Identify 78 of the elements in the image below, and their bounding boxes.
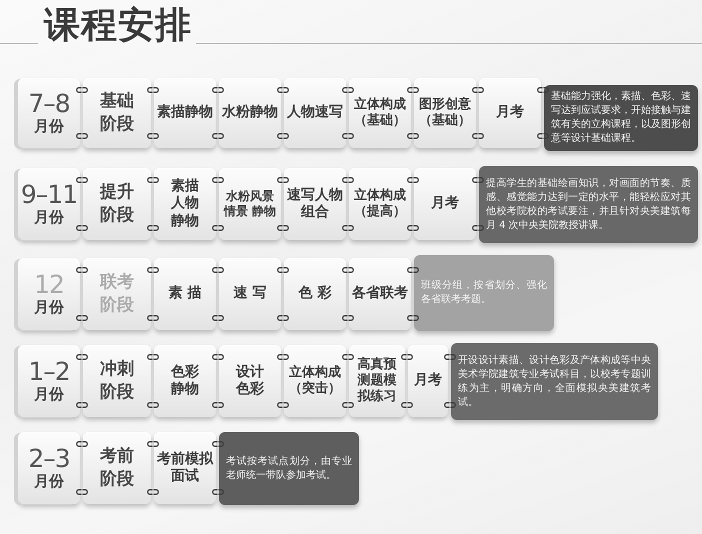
month-card bbox=[18, 168, 80, 240]
course-card bbox=[219, 78, 281, 148]
course-label: 立体构成（突击） bbox=[288, 364, 342, 398]
description-text: 基础能力强化，素描、色彩、速写达到应试要求，开始接触与建筑有关的立构课程，以及图形创意等设计基础课程。 bbox=[551, 90, 691, 146]
course-card bbox=[414, 78, 476, 148]
month-range: 1–2 bbox=[28, 358, 70, 385]
description-panel bbox=[451, 343, 658, 420]
month-range: 9–11 bbox=[20, 180, 78, 208]
course-label: 月考 bbox=[431, 195, 459, 213]
description-text: 开设设计素描、设计色彩及产体构成等中央美术学院建筑专业考试科目，以校考专题训练为主，明确方向，全面模拟央美建筑考试。 bbox=[458, 354, 651, 410]
month-card bbox=[18, 258, 80, 330]
course-label: 水粉静物 bbox=[222, 104, 278, 122]
course-card bbox=[219, 168, 281, 240]
course-label: 各省联考 bbox=[352, 285, 408, 303]
course-label: 素 描 bbox=[168, 285, 202, 303]
course-label: 立体构成（提高） bbox=[352, 188, 407, 220]
course-card bbox=[154, 432, 216, 504]
course-label: 立体构成（基础） bbox=[352, 96, 407, 130]
description-text: 班级分组，按省划分、强化各省联考考题。 bbox=[421, 279, 547, 307]
course-card bbox=[219, 345, 281, 417]
stage-label: 考前阶段 bbox=[98, 445, 135, 491]
course-card bbox=[154, 258, 216, 330]
course-card bbox=[414, 168, 476, 240]
stage-label: 提升阶段 bbox=[98, 181, 135, 227]
course-card bbox=[408, 345, 448, 417]
course-label: 色彩静物 bbox=[170, 364, 200, 398]
stage-label: 冲刺阶段 bbox=[98, 358, 135, 404]
month-range: 2–3 bbox=[28, 444, 70, 472]
month-card bbox=[18, 432, 80, 504]
course-label: 素描人物静物 bbox=[170, 178, 200, 230]
course-label: 月考 bbox=[496, 104, 524, 122]
course-card bbox=[349, 168, 411, 240]
course-card bbox=[154, 168, 216, 240]
course-label: 色 彩 bbox=[298, 285, 332, 303]
stage-label: 基础阶段 bbox=[98, 90, 135, 136]
month-card bbox=[18, 78, 80, 148]
course-card bbox=[154, 78, 216, 148]
course-card bbox=[284, 78, 346, 148]
month-label: 月份 bbox=[34, 472, 64, 492]
month-range: 12 bbox=[34, 270, 64, 298]
course-label: 素描静物 bbox=[157, 104, 213, 122]
month-label: 月份 bbox=[34, 385, 64, 404]
course-card bbox=[284, 168, 346, 240]
stage-card bbox=[83, 258, 151, 330]
description-text: 提高学生的基础绘画知识，对画面的节奏、质感、感觉能力达到一定的水平，能轻松应对其他校考院校的考试要注，并且针对央美建筑每月 4 次中央美院教授讲课。 bbox=[486, 176, 691, 232]
stage-card bbox=[83, 168, 151, 240]
course-card bbox=[479, 78, 541, 148]
course-card bbox=[284, 345, 346, 417]
course-card bbox=[349, 258, 411, 330]
course-label: 速 写 bbox=[234, 285, 266, 303]
description-panel bbox=[479, 166, 698, 243]
description-text: 考试按考试点划分，由专业老师统一带队参加考试。 bbox=[226, 454, 352, 482]
month-label: 月份 bbox=[34, 208, 64, 228]
stage-card bbox=[83, 432, 151, 504]
course-card bbox=[349, 78, 411, 148]
stage-card bbox=[83, 345, 151, 417]
title: 课程安排 bbox=[44, 4, 192, 48]
course-card bbox=[349, 345, 405, 417]
course-label: 设计色彩 bbox=[234, 364, 265, 398]
course-label: 图形创意（基础） bbox=[418, 96, 472, 130]
course-label: 人物速写 bbox=[287, 104, 343, 122]
course-card bbox=[154, 345, 216, 417]
month-label: 月份 bbox=[34, 117, 64, 136]
description-panel bbox=[544, 85, 698, 151]
stage-card bbox=[83, 78, 151, 148]
description-panel bbox=[219, 432, 359, 505]
description-panel bbox=[414, 255, 554, 331]
course-label: 水粉风景情景 静物 bbox=[222, 189, 278, 219]
course-label: 月考 bbox=[414, 372, 442, 390]
month-label: 月份 bbox=[34, 298, 64, 318]
course-label: 考前模拟面试 bbox=[157, 450, 213, 486]
course-card bbox=[219, 258, 281, 330]
course-card bbox=[284, 258, 346, 330]
course-label: 速写人物组合 bbox=[287, 186, 343, 222]
stage-label: 联考阶段 bbox=[98, 271, 135, 317]
course-label: 高真预测题模拟练习 bbox=[356, 356, 398, 406]
month-range: 7–8 bbox=[28, 90, 70, 117]
month-card bbox=[18, 345, 80, 417]
